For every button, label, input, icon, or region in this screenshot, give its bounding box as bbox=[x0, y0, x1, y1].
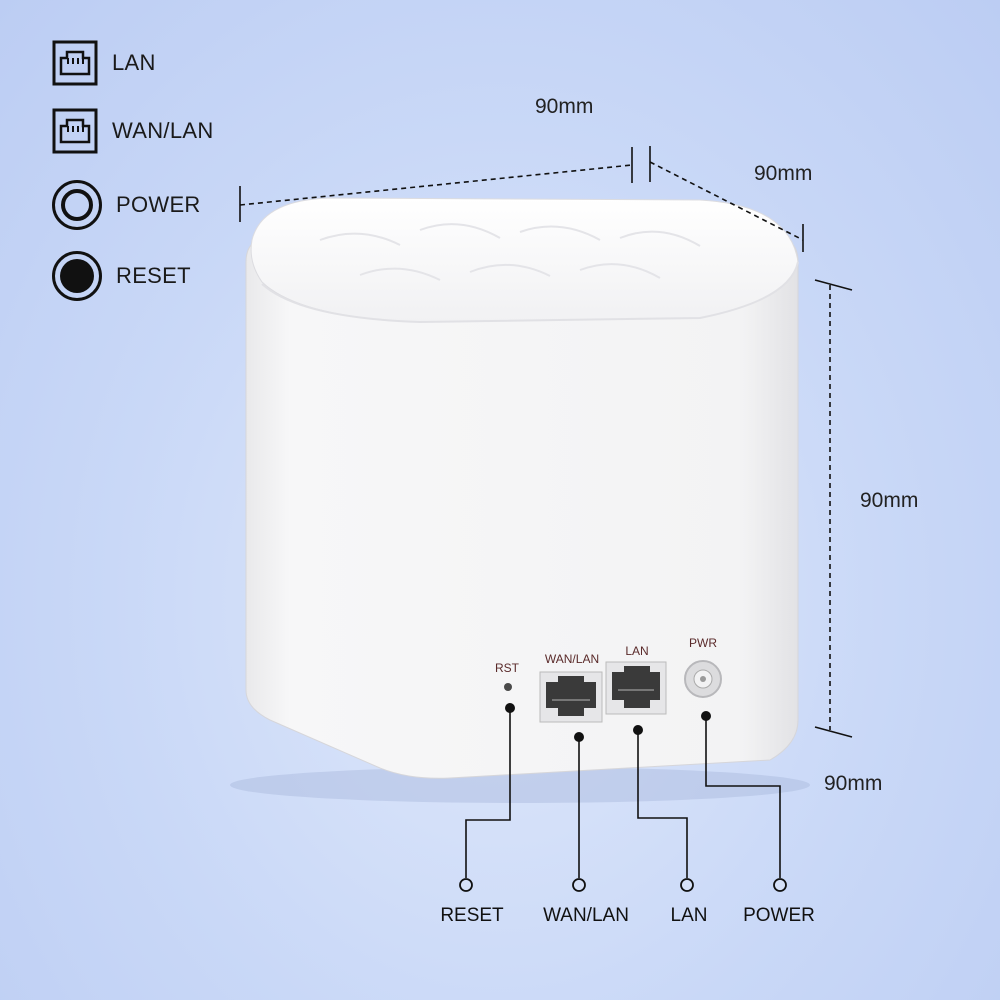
legend-reset: RESET bbox=[52, 251, 191, 301]
legend-power: POWER bbox=[52, 180, 201, 230]
power-port-icon bbox=[52, 180, 102, 230]
top-texture bbox=[319, 223, 701, 281]
legend-lan: LAN bbox=[52, 40, 156, 86]
callout-lines bbox=[465, 708, 781, 878]
legend-wan-lan: WAN/LAN bbox=[52, 108, 214, 154]
height-dimension bbox=[814, 279, 853, 738]
height-dimension-label: 90mm bbox=[860, 489, 919, 512]
ethernet-port-icon bbox=[52, 40, 98, 86]
callout-dots bbox=[505, 703, 711, 742]
legend-reset-label: RESET bbox=[116, 263, 191, 288]
depth-dimension bbox=[649, 146, 804, 252]
width-dimension bbox=[239, 147, 633, 222]
depth-dimension-label: 90mm bbox=[754, 162, 813, 185]
device-top bbox=[250, 197, 799, 323]
ethernet-port-icon bbox=[52, 108, 98, 154]
reset-hole bbox=[504, 683, 512, 691]
wan-lan-port bbox=[539, 671, 603, 723]
legend-lan-label: LAN bbox=[112, 50, 156, 75]
legend-power-label: POWER bbox=[116, 192, 201, 217]
callout-power-label: POWER bbox=[743, 905, 815, 926]
lan-port bbox=[605, 661, 667, 715]
device-label-rst: RST bbox=[495, 661, 519, 675]
legend-wan-lan-label: WAN/LAN bbox=[112, 118, 214, 143]
reset-button-icon bbox=[52, 251, 102, 301]
callout-end-rings bbox=[459, 878, 787, 892]
device-label-lan: LAN bbox=[625, 644, 649, 658]
device-label-wan-lan: WAN/LAN bbox=[544, 652, 600, 666]
device-label-pwr: PWR bbox=[689, 636, 717, 650]
callout-reset-label: RESET bbox=[440, 905, 504, 926]
bottom-dimension-label: 90mm bbox=[824, 772, 883, 795]
device-shadow bbox=[230, 767, 810, 803]
callout-wan-lan-label: WAN/LAN bbox=[543, 905, 629, 926]
callout-lan-label: LAN bbox=[670, 905, 708, 926]
power-jack bbox=[684, 660, 722, 698]
width-dimension-label: 90mm bbox=[535, 95, 594, 118]
